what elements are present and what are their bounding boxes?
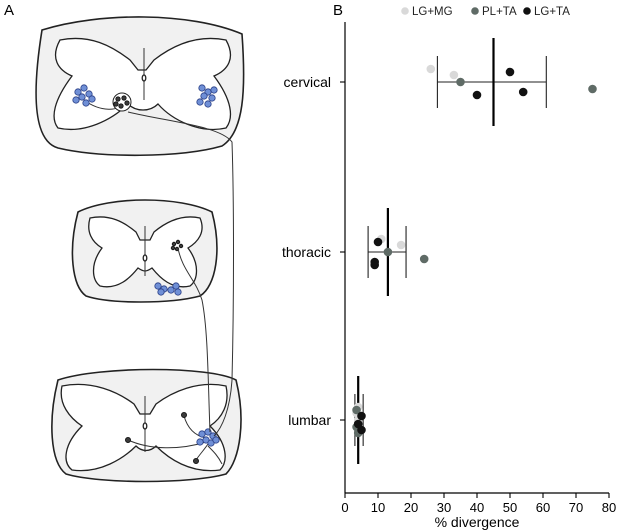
lumbar-central-canal [142, 422, 148, 430]
x-tick-label: 20 [404, 500, 418, 515]
legend-marker-lg-ta [523, 7, 531, 15]
category-labels: cervical thoracic lumbar [282, 74, 345, 428]
thoracic-central-canal [142, 254, 148, 262]
x-ticks: 0 10 20 30 40 50 60 70 80 [341, 493, 616, 515]
category-label-lumbar: lumbar [288, 412, 331, 428]
spinal-cord-diagram [35, 16, 245, 483]
point-lg-mg-cervical [426, 64, 436, 74]
thoracic-interneuron-cluster [170, 239, 184, 252]
lumbar-interneuron [192, 457, 199, 464]
data-points [352, 64, 597, 438]
cervical-gray-matter [53, 37, 232, 130]
x-tick-label: 40 [470, 500, 484, 515]
x-tick-label: 80 [602, 500, 616, 515]
panel-label-b: B [333, 2, 343, 19]
point-lg-ta-thoracic [373, 237, 383, 247]
point-lg-ta-cervical [505, 67, 515, 77]
point-lg-ta-cervical [472, 90, 482, 100]
point-lg-ta-cervical [518, 87, 528, 97]
panel-label-a: A [4, 2, 14, 19]
legend-label-lg-ta: LG+TA [534, 6, 570, 18]
point-pl-ta-lumbar [352, 405, 361, 415]
point-pl-ta-thoracic [419, 254, 429, 264]
thoracic-section [71, 199, 218, 303]
x-tick-label: 0 [341, 500, 348, 515]
lumbar-motor-pool [196, 428, 220, 447]
x-tick-label: 30 [437, 500, 451, 515]
cervical-section [35, 16, 245, 157]
category-label-cervical: cervical [284, 74, 331, 90]
point-lg-mg-thoracic [396, 240, 406, 250]
legend-marker-pl-ta [471, 7, 479, 15]
x-tick-label: 60 [536, 500, 550, 515]
point-pl-ta-thoracic [383, 247, 393, 257]
projection-thoracic-to-lumbar [177, 247, 211, 433]
legend-label-lg-mg: LG+MG [412, 6, 453, 18]
point-lg-ta-lumbar [357, 411, 366, 421]
point-lg-ta-lumbar [353, 419, 363, 429]
point-pl-ta-cervical [588, 84, 597, 94]
x-tick-label: 50 [503, 500, 517, 515]
cervical-motor-pool-left [72, 84, 96, 107]
point-lg-ta-thoracic [370, 257, 380, 267]
point-pl-ta-cervical [456, 77, 465, 87]
x-tick-label: 10 [371, 500, 385, 515]
lumbar-interneuron [180, 411, 187, 418]
cervical-motor-pool-right [196, 84, 218, 108]
lumbar-section [51, 368, 242, 483]
summary-bars [354, 38, 547, 464]
lumbar-axon-4 [207, 445, 223, 465]
projection-cervical-to-lumbar [127, 111, 234, 437]
point-lg-mg-cervical [449, 70, 459, 80]
x-tick-label: 70 [569, 500, 583, 515]
x-axis-label: % divergence [435, 514, 520, 530]
thoracic-motor-pool [154, 282, 182, 296]
cervical-interneuron-cluster [112, 92, 132, 112]
lumbar-interneuron [125, 436, 132, 443]
category-label-thoracic: thoracic [282, 244, 331, 260]
legend: LG+MG PL+TA LG+TA [401, 6, 570, 18]
legend-label-pl-ta: PL+TA [482, 6, 517, 18]
legend-marker-lg-mg [401, 7, 409, 15]
chart: 0 10 20 30 40 50 60 70 80 cervical thoracic lumbar… [282, 6, 616, 530]
cervical-central-canal [141, 74, 147, 82]
